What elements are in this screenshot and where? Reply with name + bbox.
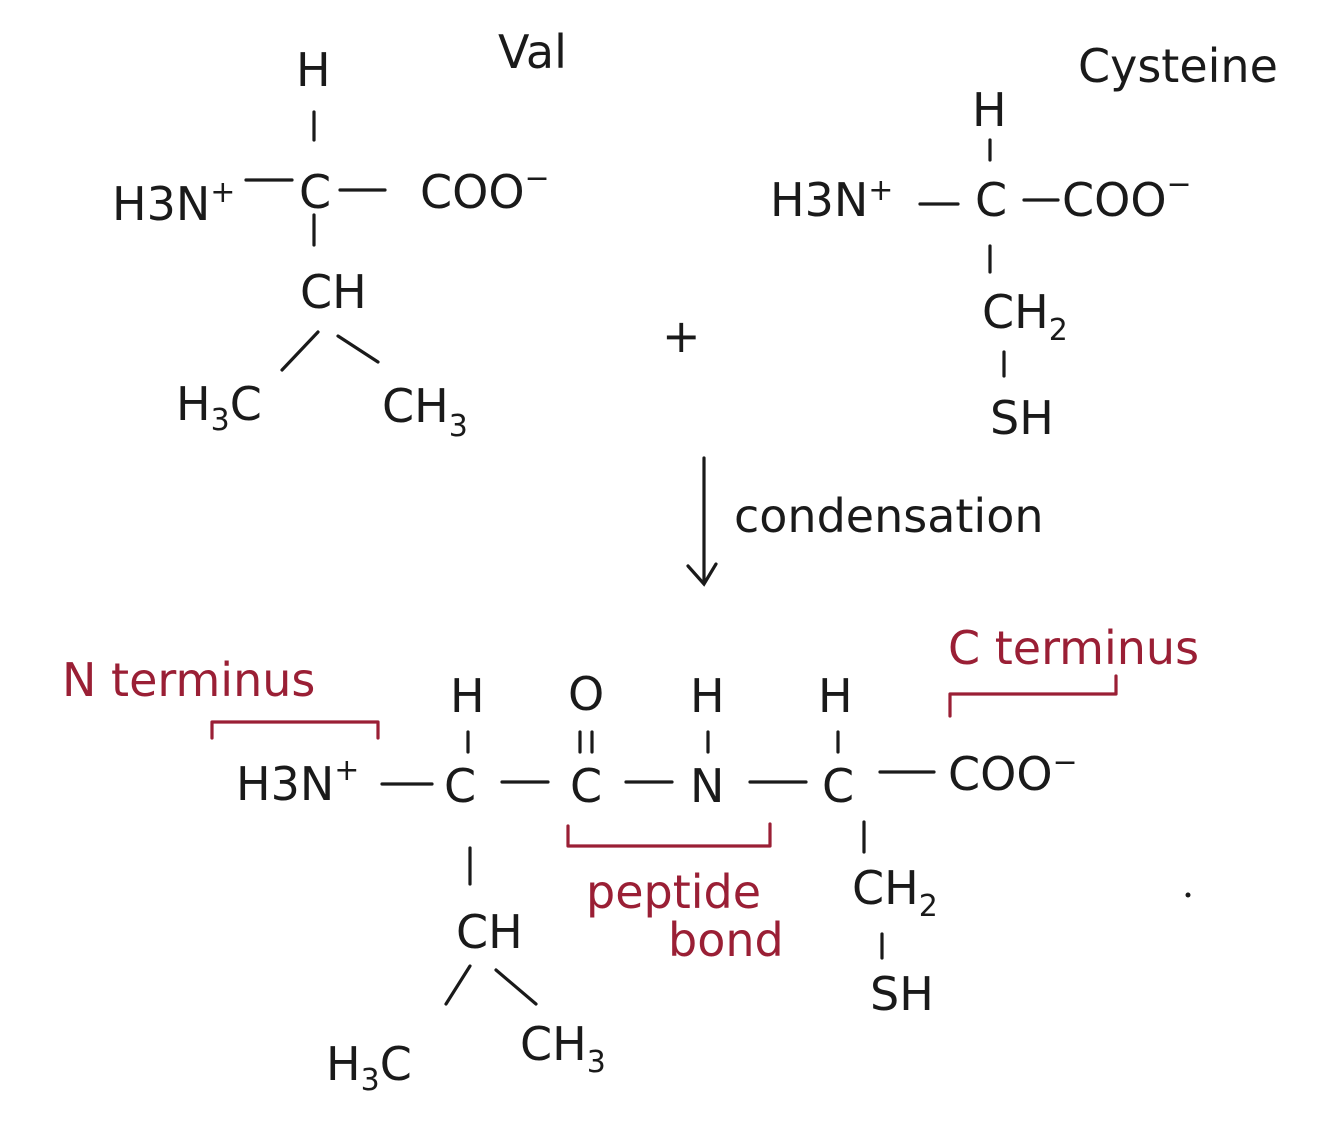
condensation-arrow: condensation xyxy=(686,456,1044,587)
valine-bond-left xyxy=(280,330,320,372)
valine-carboxylate: COO− xyxy=(420,161,550,219)
stray-dot xyxy=(1185,892,1191,898)
valine-alpha-carbon: C xyxy=(299,165,331,219)
product-alpha-h-1: H xyxy=(450,669,485,723)
valine-side-ch: CH xyxy=(300,265,367,319)
product-carbonyl-carbon: C xyxy=(570,759,602,813)
valine-label: Val xyxy=(498,25,567,79)
plus-sign: + xyxy=(662,309,701,363)
dipeptide-molecule: N terminus C terminus H O H H H3N+ C C N… xyxy=(62,621,1199,1098)
product-alpha-carbon-1: C xyxy=(444,759,476,813)
product-alpha-carbon-2: C xyxy=(822,759,854,813)
cysteine-ch2: CH2 xyxy=(982,285,1068,348)
bond-label: bond xyxy=(668,913,784,967)
condensation-label: condensation xyxy=(734,489,1044,543)
product-val-bond-right xyxy=(494,968,538,1006)
cysteine-thiol: SH xyxy=(990,391,1054,445)
arrow-head xyxy=(686,562,718,587)
product-cys-thiol: SH xyxy=(870,967,934,1021)
cysteine-label: Cysteine xyxy=(1078,39,1278,93)
n-terminus-label: N terminus xyxy=(62,653,315,707)
product-amide-nitrogen: N xyxy=(690,759,724,813)
product-carboxylate: COO− xyxy=(948,745,1078,801)
product-val-bond-left xyxy=(444,964,472,1006)
cysteine-molecule: Cysteine H H3N+ C COO− CH2 SH xyxy=(770,39,1278,445)
valine-methyl-right: CH3 xyxy=(382,379,468,444)
product-cys-ch2: CH2 xyxy=(852,861,938,924)
peptide-bond-bracket xyxy=(566,822,772,848)
peptide-label: peptide xyxy=(586,865,761,919)
c-terminus-bracket xyxy=(948,674,1118,718)
cysteine-alpha-h: H xyxy=(972,83,1007,137)
product-carbonyl-o: O xyxy=(568,667,604,721)
product-val-methyl-right: CH3 xyxy=(520,1017,606,1080)
valine-molecule: Val H H3N+ C COO− CH H3C CH3 xyxy=(112,25,567,444)
product-val-methyl-left: H3C xyxy=(326,1037,412,1098)
cysteine-alpha-carbon: C xyxy=(975,173,1007,227)
product-amino-group: H3N+ xyxy=(236,753,359,811)
n-terminus-bracket xyxy=(210,720,380,740)
valine-methyl-left: H3C xyxy=(176,377,262,438)
valine-bond-right xyxy=(336,334,380,364)
valine-amino-group: H3N+ xyxy=(112,175,235,231)
product-amide-h: H xyxy=(690,669,725,723)
product-val-ch: CH xyxy=(456,905,523,959)
cysteine-carboxylate: COO− xyxy=(1062,167,1192,227)
valine-alpha-h: H xyxy=(296,43,331,97)
c-terminus-label: C terminus xyxy=(948,621,1199,675)
product-alpha-h-2: H xyxy=(818,669,853,723)
cysteine-amino-group: H3N+ xyxy=(770,173,893,227)
